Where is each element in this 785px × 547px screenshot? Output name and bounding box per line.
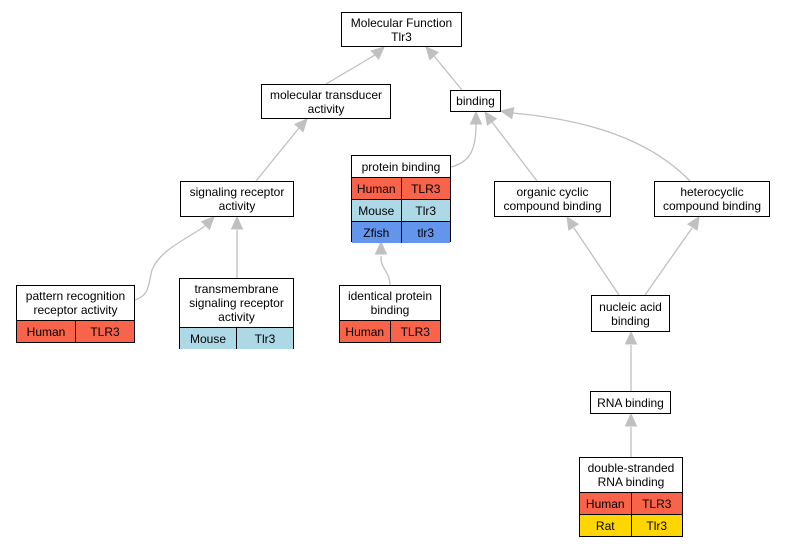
gene-row-human[interactable]: Human TLR3 bbox=[352, 177, 450, 199]
node-binding[interactable]: binding bbox=[450, 90, 501, 112]
species-cell: Human bbox=[26, 324, 66, 339]
gene-cell: Tlr3 bbox=[630, 515, 683, 536]
node-protein-binding[interactable]: protein binding Human TLR3 Mouse Tlr3 Zf… bbox=[351, 155, 451, 243]
gene-cell: TLR3 bbox=[400, 178, 451, 199]
node-molecular-function[interactable]: Molecular Function Tlr3 bbox=[341, 12, 462, 47]
node-transmembrane-signaling-receptor-activity[interactable]: transmembrane signaling receptor activit… bbox=[179, 278, 294, 349]
arrowhead-rnab-to-nab bbox=[624, 330, 638, 345]
arrowhead-ipb-to-pb bbox=[374, 240, 388, 255]
node-signaling-receptor-activity[interactable]: signaling receptor activity bbox=[180, 181, 294, 217]
arrowhead-hcb-to-bind bbox=[499, 107, 515, 120]
node-double-stranded-rna-binding[interactable]: double-stranded RNA binding Human TLR3 R… bbox=[579, 457, 683, 537]
gene-row-mouse[interactable]: Mouse Tlr3 bbox=[180, 327, 293, 349]
node-pattern-recognition-receptor-activity[interactable]: pattern recognition receptor activity Hu… bbox=[16, 285, 135, 343]
node-title: protein binding bbox=[361, 159, 441, 174]
arrowhead-nab-to-hcb bbox=[686, 215, 700, 231]
gene-row-zfish[interactable]: Zfish tlr3 bbox=[352, 221, 450, 243]
gene-row-human[interactable]: Human TLR3 bbox=[580, 492, 682, 514]
node-title: nucleic acid binding bbox=[599, 299, 662, 328]
node-rna-binding[interactable]: RNA binding bbox=[590, 391, 671, 414]
node-title: heterocyclic compound binding bbox=[662, 185, 762, 213]
arrowhead-nab-to-occb bbox=[566, 215, 580, 231]
gene-cell: Tlr3 bbox=[400, 200, 451, 221]
node-title: identical protein binding bbox=[347, 289, 433, 317]
edge-mt-to-mf bbox=[325, 54, 376, 85]
species-cell: Mouse bbox=[189, 331, 227, 346]
species-cell: Human bbox=[356, 181, 396, 196]
node-title: signaling receptor activity bbox=[189, 185, 285, 213]
edge-occb-to-bind bbox=[491, 121, 538, 182]
gene-cell: Tlr3 bbox=[236, 328, 293, 349]
gene-cell: tlr3 bbox=[400, 222, 451, 243]
arrowhead-dsrb-to-rnab bbox=[624, 412, 638, 427]
node-organic-cyclic-compound-binding[interactable]: organic cyclic compound binding bbox=[494, 181, 611, 217]
species-cell: Human bbox=[345, 324, 385, 339]
edge-pb-to-bind bbox=[450, 123, 477, 168]
edge-bind-to-mf bbox=[433, 55, 463, 91]
node-title: RNA binding bbox=[597, 395, 664, 410]
node-molecular-transducer-activity[interactable]: molecular transducer activity bbox=[261, 84, 391, 119]
arrowhead-prra-to-sra bbox=[200, 216, 215, 231]
arrowhead-bind-to-mf bbox=[425, 46, 439, 61]
node-title: molecular transducer activity bbox=[269, 87, 383, 116]
node-title: double-stranded RNA binding bbox=[587, 461, 675, 489]
node-title: transmembrane signaling receptor activit… bbox=[189, 282, 284, 324]
node-title: pattern recognition receptor activity bbox=[25, 289, 126, 317]
node-nucleic-acid-binding[interactable]: nucleic acid binding bbox=[591, 295, 670, 332]
edge-sra-to-mt bbox=[255, 127, 300, 182]
arrowhead-mt-to-mf bbox=[370, 46, 385, 60]
node-identical-protein-binding[interactable]: identical protein binding Human TLR3 bbox=[339, 285, 441, 343]
gene-row-human[interactable]: Human TLR3 bbox=[17, 320, 134, 342]
gene-row-rat[interactable]: Rat Tlr3 bbox=[580, 514, 682, 536]
species-cell: Human bbox=[585, 496, 625, 511]
arrowhead-tsra-to-sra bbox=[230, 215, 244, 230]
gene-row-mouse[interactable]: Mouse Tlr3 bbox=[352, 199, 450, 221]
edge-prra-to-sra bbox=[134, 225, 206, 301]
edge-nab-to-occb bbox=[573, 227, 620, 296]
edge-nab-to-hcb bbox=[644, 227, 693, 296]
arrowhead-pb-to-bind bbox=[469, 110, 483, 125]
node-title: binding bbox=[456, 94, 495, 108]
gene-cell: TLR3 bbox=[389, 321, 441, 342]
node-title: organic cyclic compound binding bbox=[503, 185, 602, 213]
gene-cell: TLR3 bbox=[630, 493, 683, 514]
edge-ipb-to-pb bbox=[380, 255, 391, 286]
node-title: Molecular Function Tlr3 bbox=[350, 15, 453, 44]
species-cell: Mouse bbox=[358, 203, 395, 218]
species-cell: Rat bbox=[595, 518, 615, 533]
node-heterocyclic-compound-binding[interactable]: heterocyclic compound binding bbox=[654, 181, 770, 217]
arrowhead-occb-to-bind bbox=[484, 111, 498, 126]
gene-cell: TLR3 bbox=[75, 321, 134, 342]
edge-hcb-to-bind bbox=[511, 112, 691, 182]
gene-row-human[interactable]: Human TLR3 bbox=[340, 320, 440, 342]
arrowhead-sra-to-mt bbox=[294, 118, 308, 133]
species-cell: Zfish bbox=[363, 225, 390, 240]
